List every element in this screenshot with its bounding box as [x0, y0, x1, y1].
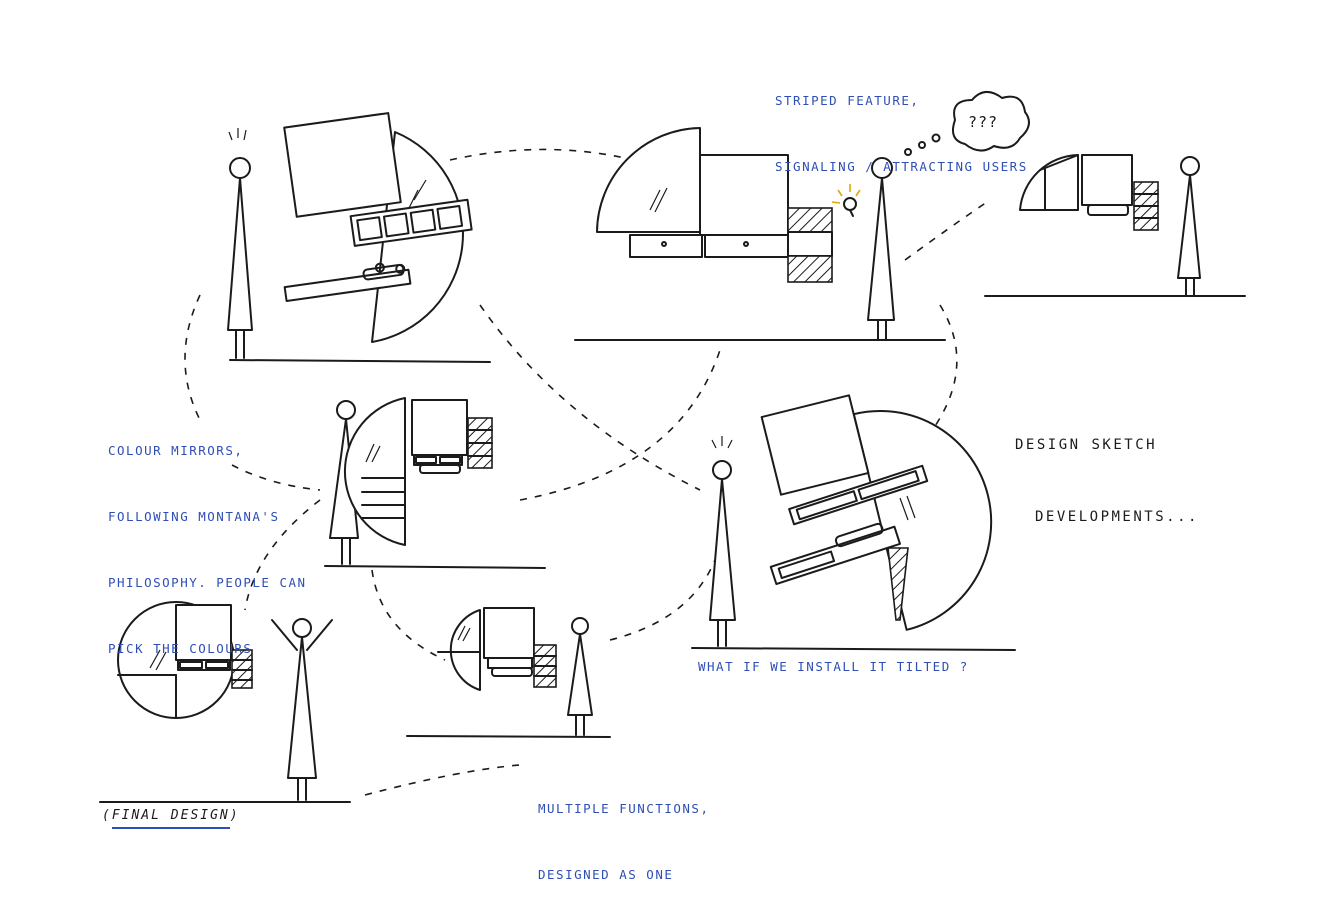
paren-close: ) — [229, 808, 240, 823]
thought-bubble — [904, 91, 1030, 156]
annotation-line: STRIPED FEATURE, — [775, 93, 920, 108]
annotation-line: COLOUR MIRRORS, — [108, 443, 244, 458]
final-design-text: FINAL DESIGN — [111, 808, 230, 829]
person-figure — [567, 617, 593, 736]
person-figure — [867, 157, 895, 341]
annotation-line: FOLLOWING MONTANA'S — [108, 509, 280, 524]
annotation-line: DESIGNED AS ONE — [538, 867, 674, 882]
annotation-tilted: WHAT IF WE INSTALL IT TILTED ? — [698, 659, 969, 674]
sketch-final-design — [99, 601, 351, 803]
title-line: DEVELOPMENTS... — [1035, 509, 1199, 525]
page-title: DESIGN SKETCH DEVELOPMENTS... — [1015, 385, 1199, 553]
design-sketch-canvas — [99, 91, 1246, 803]
thought-bubble-text: ??? — [968, 113, 999, 131]
sketch-multiple-functions — [406, 607, 611, 738]
person-figure — [227, 128, 253, 359]
sketch-colour-mirrors — [324, 397, 546, 569]
sketch-tilted — [691, 394, 1016, 651]
final-design-label: (FINAL DESIGN) — [102, 808, 240, 829]
annotation-line: PICK THE COLOURS — [108, 641, 253, 656]
person-figure — [709, 436, 736, 647]
sketch-top-right — [984, 154, 1246, 297]
sketch-striped-feature — [574, 91, 1030, 341]
person-figure-arms-raised — [271, 618, 333, 801]
connection-paths — [184, 148, 991, 796]
annotation-line: MULTIPLE FUNCTIONS, — [538, 801, 710, 816]
annotation-line: PHILOSOPHY. PEOPLE CAN — [108, 575, 307, 590]
sketch-rotated-cabinet — [227, 112, 491, 363]
paren-open: ( — [102, 808, 112, 823]
annotation-colour-mirrors: COLOUR MIRRORS, FOLLOWING MONTANA'S PHIL… — [108, 396, 307, 682]
person-figure — [1177, 156, 1201, 297]
lightbulb-icon — [831, 184, 861, 217]
annotation-striped-feature: STRIPED FEATURE, SIGNALING / ATTRACTING … — [775, 46, 1028, 200]
annotation-line: SIGNALING / ATTRACTING USERS — [775, 159, 1028, 174]
title-line: DESIGN SKETCH — [1015, 437, 1158, 453]
annotation-multiple-functions: MULTIPLE FUNCTIONS, DESIGNED AS ONE — [538, 754, 710, 908]
